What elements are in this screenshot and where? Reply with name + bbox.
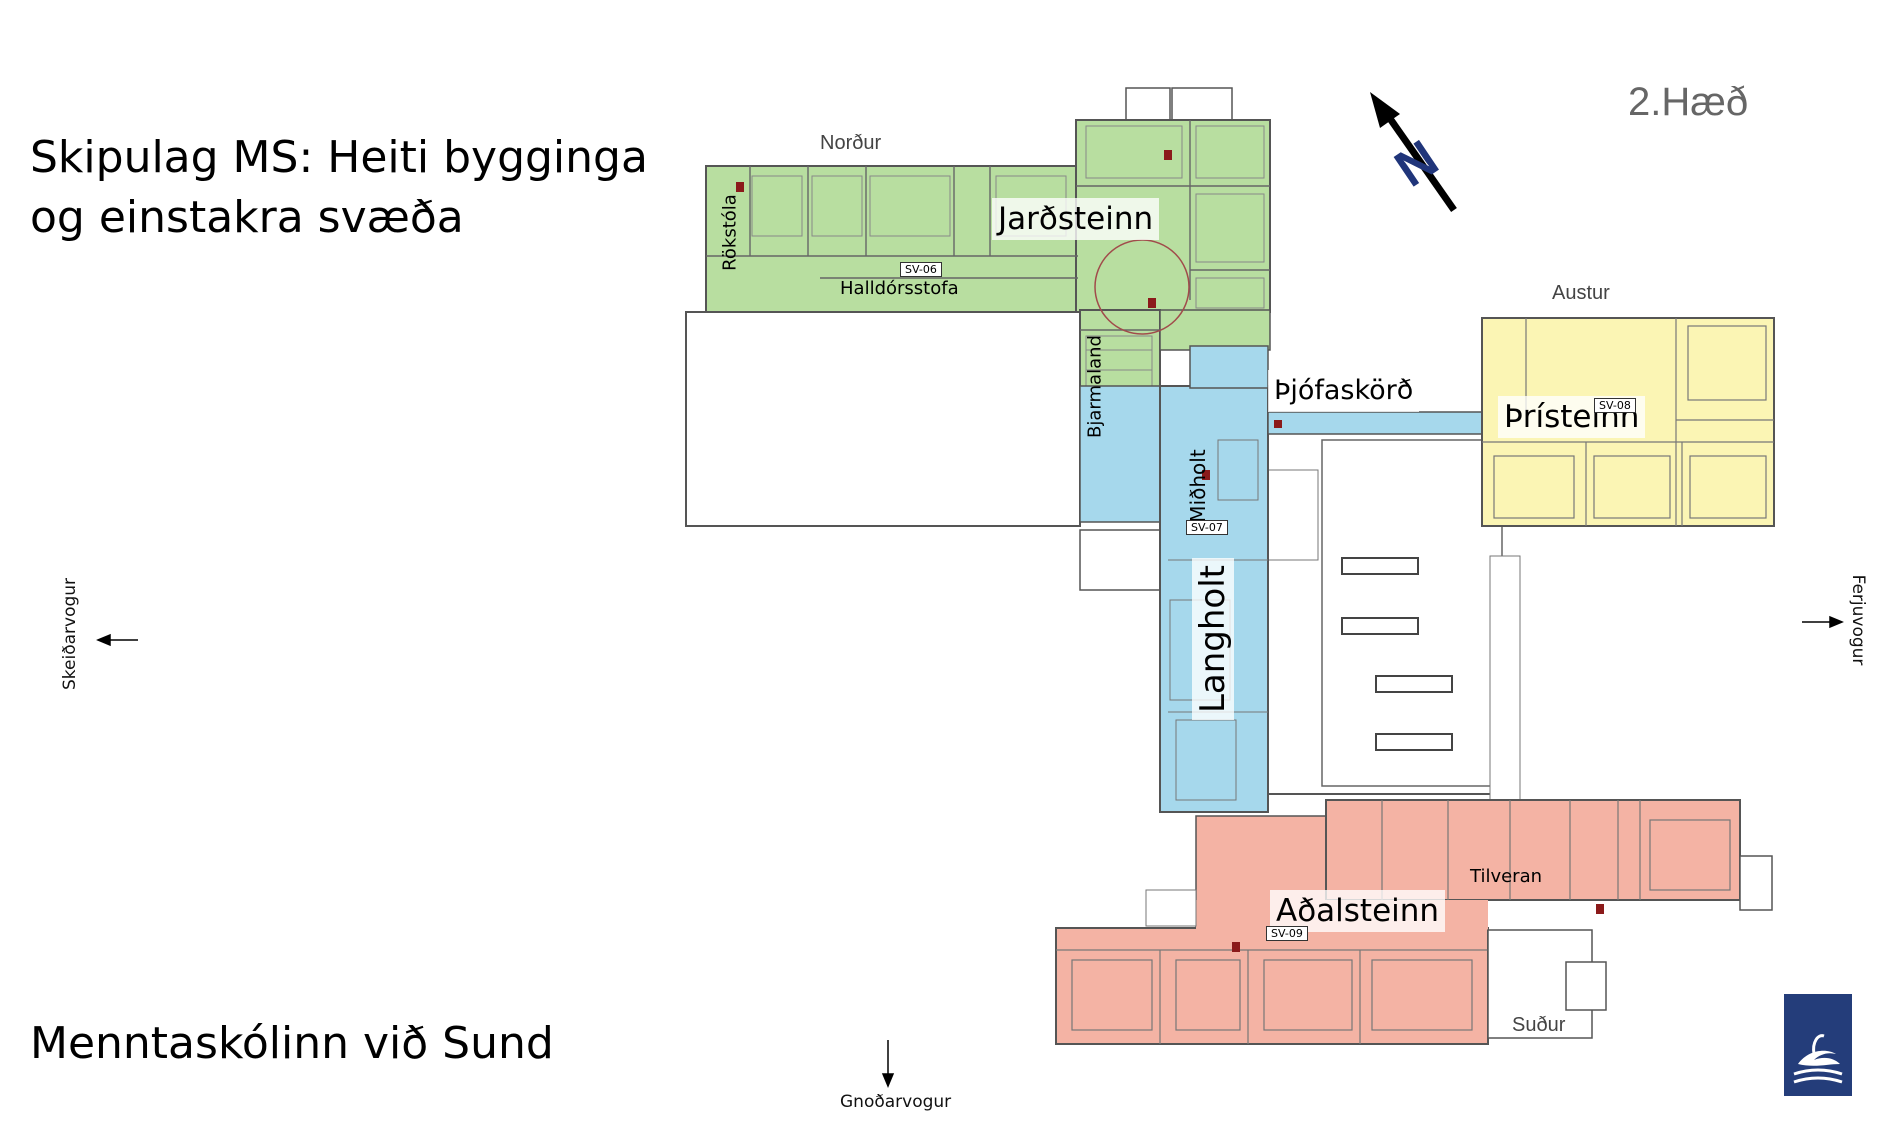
zone-label-thristeinn: Þrísteinn [1498,396,1646,438]
direction-north: Norður [820,132,882,154]
floor-label: 2.Hæð [1628,80,1749,124]
street-west: Skeiðarvogur [60,577,80,690]
section-tag-sv07: SV-07 [1186,520,1228,535]
compass-arrow [1370,92,1457,213]
direction-east: Austur [1552,282,1610,304]
room-label-tilveran: Tilveran [1470,866,1543,887]
street-arrows [96,615,1844,1088]
direction-south: Suður [1512,1014,1566,1036]
street-east: Ferjuvogur [1848,574,1868,666]
room-label-rokstola: Rökstóla [719,194,741,271]
map-title: Skipulag MS: Heiti bygginga og einstakra… [30,132,648,243]
zone-label-langholt: Langholt [1192,558,1234,720]
section-tag-sv09: SV-09 [1266,926,1308,941]
zone-label-adalsteinn: Aðalsteinn [1270,890,1446,932]
room-label-bjarmaland: Bjarmaland [1084,335,1106,438]
zone-label-midholt: Miðholt [1186,449,1210,523]
section-tag-sv06: SV-06 [900,262,942,277]
zone-label-jardsteinn: Jarðsteinn [992,198,1160,240]
street-south: Gnoðarvogur [840,1092,952,1112]
section-tag-sv08: SV-08 [1594,398,1636,413]
zone-label-thjofaskord: Þjófaskörð [1268,370,1420,412]
school-name: Menntaskólinn við Sund [30,1018,554,1069]
room-label-halldorsstofa: Halldórsstofa [840,278,959,299]
school-logo [1784,994,1852,1096]
hall-outline [685,311,1081,527]
swan-icon [1793,1034,1843,1084]
